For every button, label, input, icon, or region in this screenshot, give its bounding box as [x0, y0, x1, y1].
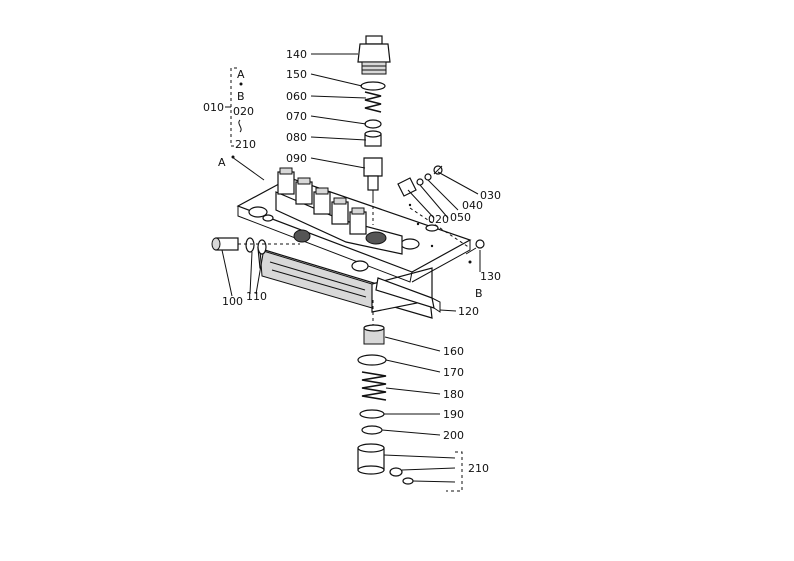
label-120: 120 — [458, 305, 479, 318]
bracket-210 — [446, 451, 463, 492]
legend-a: A — [237, 68, 245, 81]
legend-210: 210 — [235, 138, 256, 151]
label-190: 190 — [443, 408, 464, 421]
label-130: 130 — [480, 270, 501, 283]
b-reference-line — [409, 207, 471, 249]
legend-b: B — [237, 90, 245, 103]
label-210: 210 — [468, 462, 489, 475]
marker-b-dot — [468, 260, 472, 264]
delivery-valve-holders — [277, 167, 367, 235]
label-020: 020 — [428, 213, 449, 226]
label-090: 090 — [286, 152, 307, 165]
label-160: 160 — [443, 345, 464, 358]
part-110-washer-a — [245, 237, 255, 253]
legend-020: 020 — [233, 105, 254, 118]
label-070: 070 — [286, 110, 307, 123]
label-200: 200 — [443, 429, 464, 442]
part-140-valve-holder — [357, 35, 391, 75]
part-110-washer-b — [257, 239, 267, 255]
leader-lines — [221, 53, 481, 483]
label-060: 060 — [286, 90, 307, 103]
part-130-bolt — [465, 239, 485, 255]
label-100: 100 — [222, 295, 243, 308]
part-150-gasket — [360, 81, 386, 91]
label-030: 030 — [480, 189, 501, 202]
part-200-ring — [361, 425, 383, 435]
label-170: 170 — [443, 366, 464, 379]
label-150: 150 — [286, 68, 307, 81]
label-140: 140 — [286, 48, 307, 61]
legend-010: 010 — [203, 101, 224, 114]
marker-a-dot — [231, 155, 235, 159]
injection-pump-body — [236, 167, 472, 319]
part-070-ring — [364, 119, 382, 129]
label-080: 080 — [286, 131, 307, 144]
part-090-delivery-valve — [363, 157, 383, 200]
label-040: 040 — [462, 199, 483, 212]
label-180: 180 — [443, 388, 464, 401]
part-030-screw — [433, 165, 443, 175]
part-170-seat — [357, 354, 387, 366]
part-060-spring — [364, 91, 382, 113]
part-050-washer — [416, 178, 424, 186]
part-020-bleed-screw — [397, 177, 417, 197]
part-190-seat — [359, 409, 385, 419]
part-040-washer — [424, 173, 432, 181]
label-b-marker: B — [475, 287, 483, 300]
group-legend-bracket — [225, 67, 243, 147]
label-a-marker: A — [218, 156, 226, 169]
label-110: 110 — [246, 290, 267, 303]
part-210-tappet — [357, 443, 414, 485]
part-100-fitting — [211, 237, 239, 251]
part-160-plunger-head — [363, 324, 385, 345]
part-180-spring — [361, 371, 387, 401]
label-050: 050 — [450, 211, 471, 224]
part-080-valve — [364, 130, 382, 147]
